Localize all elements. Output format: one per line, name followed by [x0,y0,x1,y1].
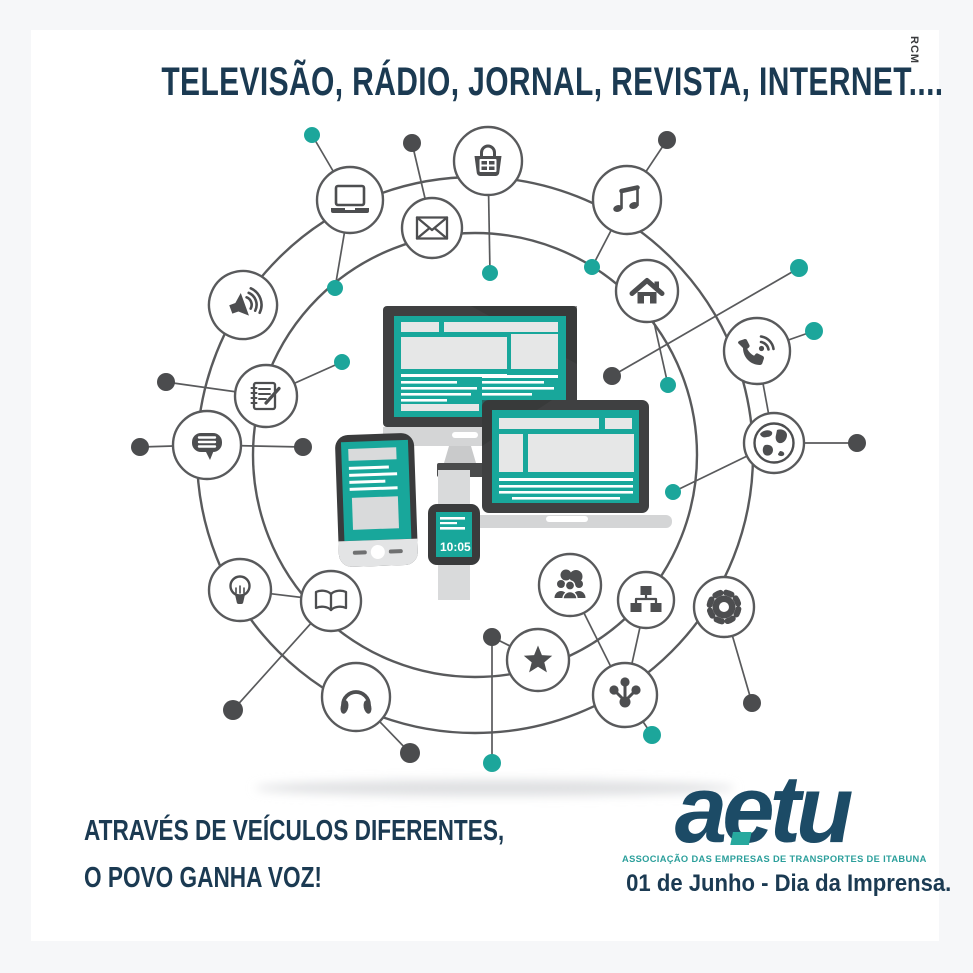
headline: TELEVISÃO, RÁDIO, JORNAL, REVISTA, INTER… [31,60,943,105]
inner-network-circle [251,231,699,679]
headphones-icon [320,661,392,733]
star-icon [505,627,571,693]
notepad-icon [233,363,299,429]
logo-subtitle: ASSOCIAÇÃO DAS EMPRESAS DE TRANSPORTES D… [622,854,927,864]
laptop-screen-lines [499,478,633,500]
people-group-icon [537,552,603,618]
watch-screen-lines [440,517,465,530]
lightbulb-icon [207,557,273,623]
network-circles [195,175,755,735]
phone-icon [722,316,792,386]
outer-network-circle [195,175,755,735]
monitor-screen-lines [401,374,558,402]
share-icon [591,661,659,729]
gray-dots [131,131,866,763]
monitor-screen-blocks [401,322,558,411]
logo-text: aetu [675,756,854,863]
watch-time: 10:05 [440,540,471,554]
chat-bubble-icon [171,409,243,481]
tagline-line2: O POVO GANHA VOZ! [84,862,322,894]
devices-shadow [255,780,735,796]
book-icon [299,569,363,633]
sitemap-icon [616,570,676,630]
date-text: 01 de Junho - Dia da Imprensa. [626,870,952,897]
globe-icon [742,411,806,475]
logo-wordmark: aetu [675,762,854,858]
envelope-icon [400,196,464,260]
laptop-screen-blocks [499,418,634,472]
date-line: 01 de Junho - Dia da Imprensa. [612,870,951,898]
home-icon [614,258,680,324]
teal-dots [304,127,823,772]
music-icon [591,164,663,236]
tablet-screen-blocks [348,447,399,530]
tablet-screen-lines [348,465,398,491]
network-dots [131,127,866,772]
laptop-computer [469,400,672,528]
tagline-line1: ATRAVÉS DE VEÍCULOS DIFERENTES, [84,815,505,847]
gear-icon [692,575,756,639]
icon-nodes [171,125,806,733]
headline-text: TELEVISÃO, RÁDIO, JORNAL, REVISTA, INTER… [161,60,944,104]
devices-cluster: 10:05 [335,306,672,600]
smartwatch: 10:05 [428,470,480,600]
tagline: ATRAVÉS DE VEÍCULOS DIFERENTES, O POVO G… [84,808,623,902]
tablet [335,433,418,567]
megaphone-icon [207,269,279,341]
laptop-icon [315,165,385,235]
shopping-bag-icon [452,125,524,197]
aetu-logo: aetu ASSOCIAÇÃO DAS EMPRESAS DE TRANSPOR… [622,762,927,865]
logo-teal-accent [730,832,752,845]
